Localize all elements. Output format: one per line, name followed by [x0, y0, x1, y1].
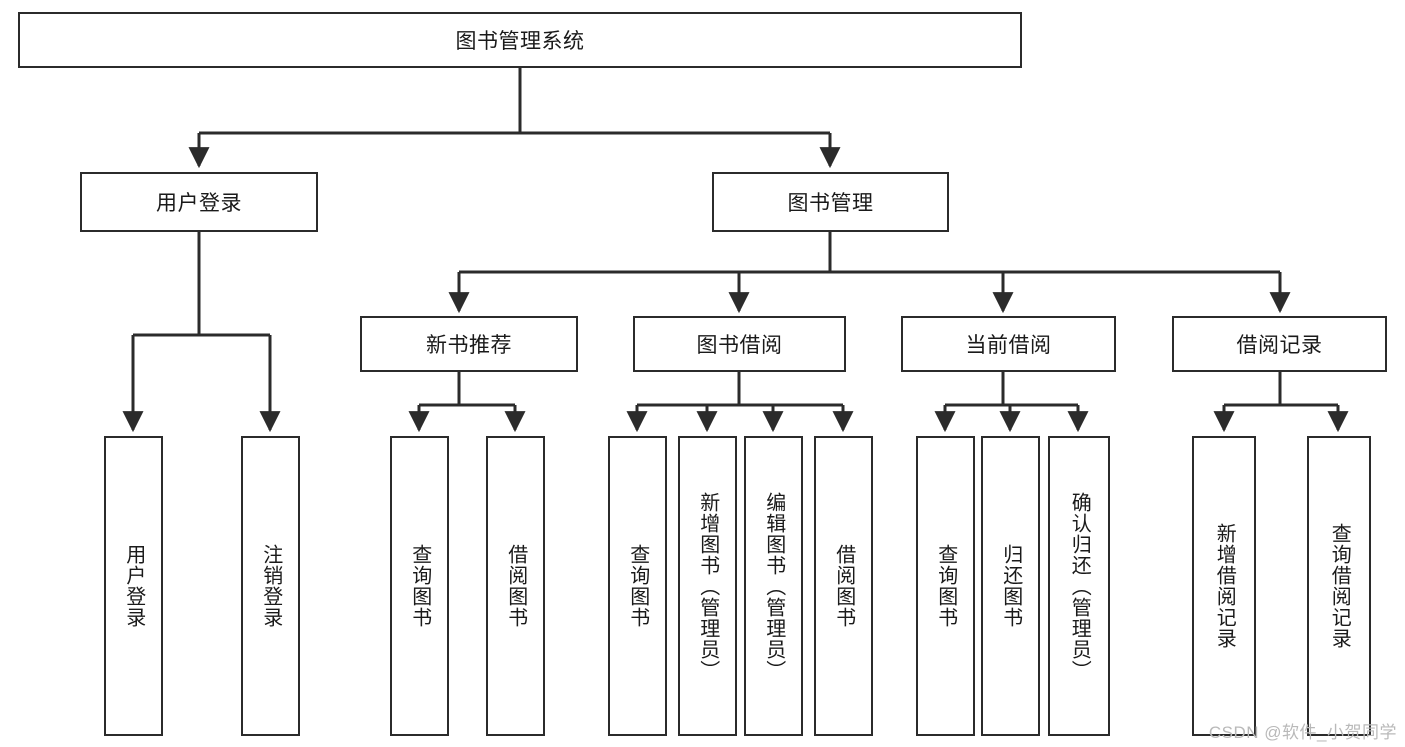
leaf-new-book-query[interactable]: 查询图书	[390, 436, 449, 736]
node-label: 用户登录	[122, 544, 145, 628]
leaf-borrow-record-add[interactable]: 新增借阅记录	[1192, 436, 1256, 736]
leaf-current-borrow-return[interactable]: 归还图书	[981, 436, 1040, 736]
node-user-login[interactable]: 用户登录	[80, 172, 318, 232]
leaf-borrow-record-query[interactable]: 查询借阅记录	[1307, 436, 1371, 736]
node-label: 图书管理系统	[455, 30, 585, 53]
node-label: 借阅记录	[1236, 334, 1323, 357]
node-label: 当前借阅	[965, 334, 1052, 357]
node-label: 新书推荐	[426, 334, 512, 357]
node-label: 用户登录	[156, 192, 242, 215]
node-label: 归还图书	[999, 544, 1022, 628]
leaf-book-borrow-edit[interactable]: 编辑图书（管理员）	[744, 436, 803, 736]
leaf-user-login-signin[interactable]: 用户登录	[104, 436, 163, 736]
node-label: 图书管理	[787, 192, 874, 215]
leaf-book-borrow-add[interactable]: 新增图书（管理员）	[678, 436, 737, 736]
node-label: 图书借阅	[696, 334, 783, 357]
node-book-management[interactable]: 图书管理	[712, 172, 949, 232]
leaf-new-book-borrow[interactable]: 借阅图书	[486, 436, 545, 736]
node-label: 查询借阅记录	[1328, 523, 1351, 649]
node-root-book-management-system[interactable]: 图书管理系统	[18, 12, 1022, 68]
node-label: 编辑图书（管理员）	[762, 491, 785, 681]
leaf-book-borrow-borrow[interactable]: 借阅图书	[814, 436, 873, 736]
leaf-current-borrow-confirm-return[interactable]: 确认归还（管理员）	[1048, 436, 1110, 736]
node-label: 新增借阅记录	[1213, 523, 1236, 649]
leaf-user-login-signout[interactable]: 注销登录	[241, 436, 300, 736]
node-label: 查询图书	[626, 544, 649, 628]
node-label: 确认归还（管理员）	[1068, 491, 1091, 681]
node-label: 新增图书（管理员）	[696, 491, 719, 681]
node-book-borrow[interactable]: 图书借阅	[633, 316, 846, 372]
node-label: 借阅图书	[504, 544, 527, 628]
node-current-borrow[interactable]: 当前借阅	[901, 316, 1116, 372]
node-label: 借阅图书	[832, 544, 855, 628]
node-label: 查询图书	[408, 544, 431, 628]
node-label: 注销登录	[259, 544, 282, 628]
leaf-book-borrow-query[interactable]: 查询图书	[608, 436, 667, 736]
watermark-text: CSDN @软件_小贺同学	[1208, 723, 1397, 742]
node-new-book-recommend[interactable]: 新书推荐	[360, 316, 578, 372]
node-borrow-record[interactable]: 借阅记录	[1172, 316, 1387, 372]
node-label: 查询图书	[934, 544, 957, 628]
leaf-current-borrow-query[interactable]: 查询图书	[916, 436, 975, 736]
